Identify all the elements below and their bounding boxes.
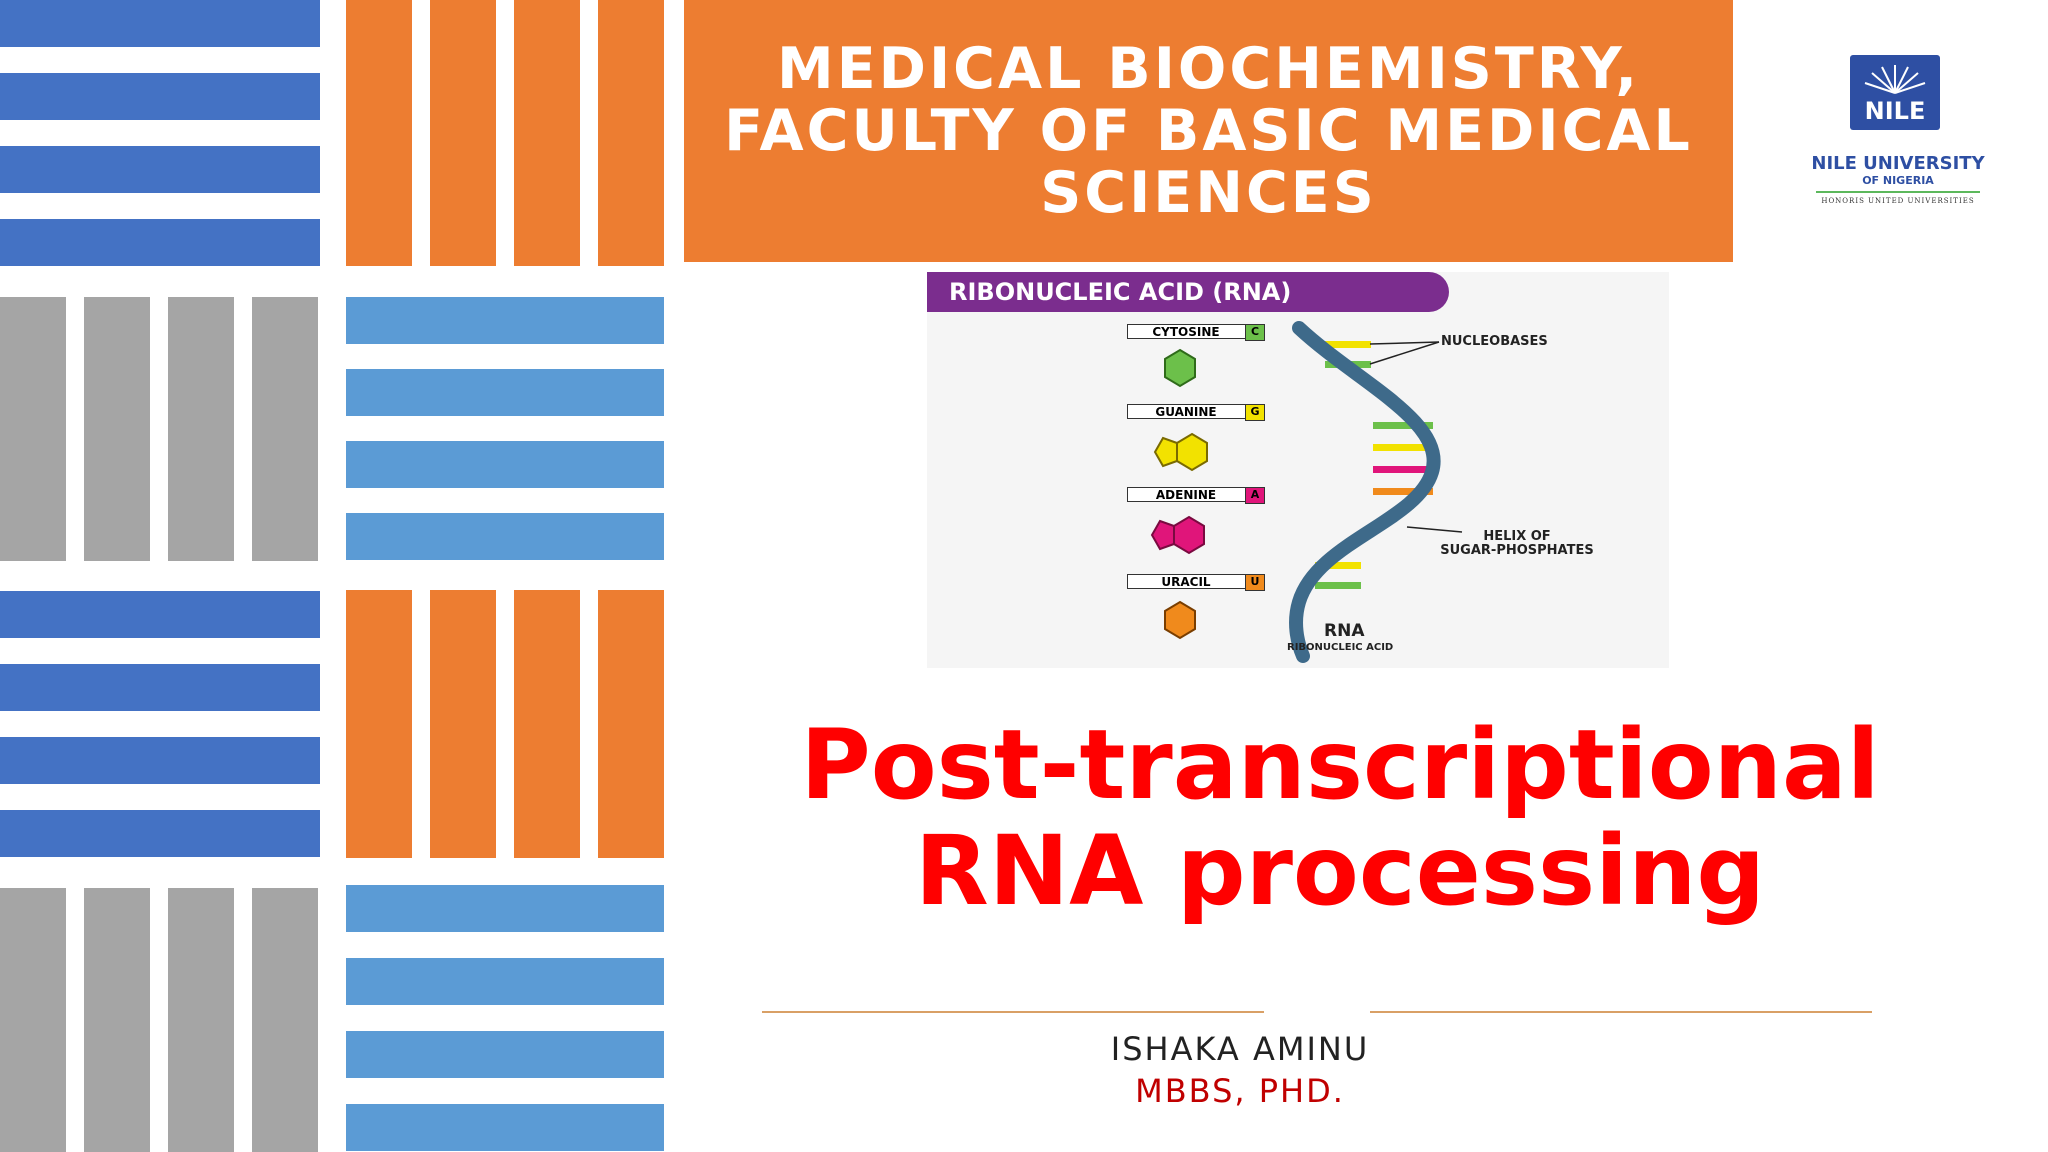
sugar-phosphate-helix: [1289, 321, 1441, 663]
helix-label-line-2: SUGAR-PHOSPHATES: [1440, 543, 1594, 558]
university-logo: NILE NILE UNIVERSITY OF NIGERIA HONORIS …: [1808, 55, 1988, 210]
base-label-uracil: URACIL U: [1127, 573, 1265, 591]
stripe-light-blue: [346, 958, 664, 1005]
base-label-cytosine: CYTOSINE C: [1127, 323, 1265, 341]
stripe-light-blue: [346, 513, 664, 560]
stripe-gray: [168, 888, 234, 1152]
stripe-gray: [252, 888, 318, 1152]
rna-sublabel: RIBONUCLEIC ACID: [1287, 642, 1394, 653]
base-letter: A: [1245, 486, 1265, 504]
author-degree: MBBS, PHD.: [1135, 1072, 1345, 1110]
rna-diagram: RIBONUCLEIC ACID (RNA) CYTOSINE C GUANIN…: [927, 272, 1669, 668]
stripe-orange: [598, 590, 664, 858]
stripe-gray: [168, 297, 234, 561]
sunburst-icon: [1864, 65, 1926, 94]
stripe-gray: [84, 297, 150, 561]
logo-university-name: NILE UNIVERSITY: [1811, 153, 1985, 174]
rna-illustration: [1150, 321, 1463, 663]
divider-right: [1370, 1011, 1872, 1013]
decorative-stripe-pattern: [0, 0, 672, 1152]
stripe-light-blue: [346, 369, 664, 416]
department-title-line-2: FACULTY OF BASIC MEDICAL: [724, 98, 1693, 164]
stripe-orange: [346, 0, 412, 266]
stripe-light-blue: [346, 297, 664, 344]
stripe-dark-blue: [0, 73, 320, 120]
department-title-line-3: SCIENCES: [1040, 160, 1377, 226]
stripe-dark-blue: [0, 0, 320, 47]
stripe-dark-blue: [0, 591, 320, 638]
base-letter: U: [1245, 573, 1265, 591]
stripe-dark-blue: [0, 664, 320, 711]
logo-country: OF NIGERIA: [1862, 174, 1934, 187]
base-name: URACIL: [1161, 575, 1211, 589]
stripe-orange: [430, 0, 496, 266]
slide-title-line-1: Post-transcriptional: [800, 709, 1880, 821]
stripe-dark-blue: [0, 219, 320, 266]
uracil-structure-icon: [1164, 600, 1196, 640]
department-title: MEDICAL BIOCHEMISTRY, FACULTY OF BASIC M…: [709, 38, 1709, 224]
adenine-structure-icon: [1150, 515, 1205, 555]
divider-left: [762, 1011, 1264, 1013]
stripe-gray: [0, 888, 66, 1152]
guanine-structure-icon: [1153, 432, 1208, 472]
helix-label-line-1: HELIX OF: [1483, 529, 1551, 544]
stripe-dark-blue: [0, 737, 320, 784]
header-banner: MEDICAL BIOCHEMISTRY, FACULTY OF BASIC M…: [684, 0, 1733, 262]
base-name: ADENINE: [1155, 488, 1217, 502]
slide-title-line-2: RNA processing: [914, 815, 1766, 927]
stripe-gray: [84, 888, 150, 1152]
stripe-light-blue: [346, 1031, 664, 1078]
base-letter: C: [1245, 323, 1265, 341]
stripe-orange: [514, 0, 580, 266]
stripe-orange: [430, 590, 496, 858]
stripe-orange: [514, 590, 580, 858]
cytosine-structure-icon: [1164, 348, 1196, 388]
base-letter: G: [1245, 403, 1265, 421]
stripe-light-blue: [346, 1104, 664, 1151]
logo-emblem: NILE: [1850, 55, 1940, 130]
logo-tagline: HONORIS UNITED UNIVERSITIES: [1821, 197, 1975, 205]
stripe-light-blue: [346, 885, 664, 932]
stripe-dark-blue: [0, 810, 320, 857]
stripe-orange: [346, 590, 412, 858]
logo-divider: [1816, 191, 1980, 193]
author-name: ISHAKA AMINU: [1110, 1030, 1370, 1068]
base-label-adenine: ADENINE A: [1127, 486, 1265, 504]
stripe-dark-blue: [0, 146, 320, 193]
slide-title: Post-transcriptional RNA processing: [740, 712, 1940, 924]
base-name: GUANINE: [1155, 405, 1217, 419]
base-label-guanine: GUANINE G: [1127, 403, 1265, 421]
department-title-line-1: MEDICAL BIOCHEMISTRY,: [776, 36, 1640, 102]
base-name: CYTOSINE: [1152, 325, 1220, 339]
helix-label: HELIX OF SUGAR-PHOSPHATES: [1422, 530, 1612, 558]
rna-label: RNA: [1324, 621, 1365, 641]
stripe-gray: [252, 297, 318, 561]
stripe-light-blue: [346, 441, 664, 488]
stripe-gray: [0, 297, 66, 561]
rna-figure-title: RIBONUCLEIC ACID (RNA): [927, 272, 1449, 312]
logo-word: NILE: [1864, 97, 1926, 125]
nucleobases-label: NUCLEOBASES: [1441, 334, 1548, 349]
stripe-orange: [598, 0, 664, 266]
